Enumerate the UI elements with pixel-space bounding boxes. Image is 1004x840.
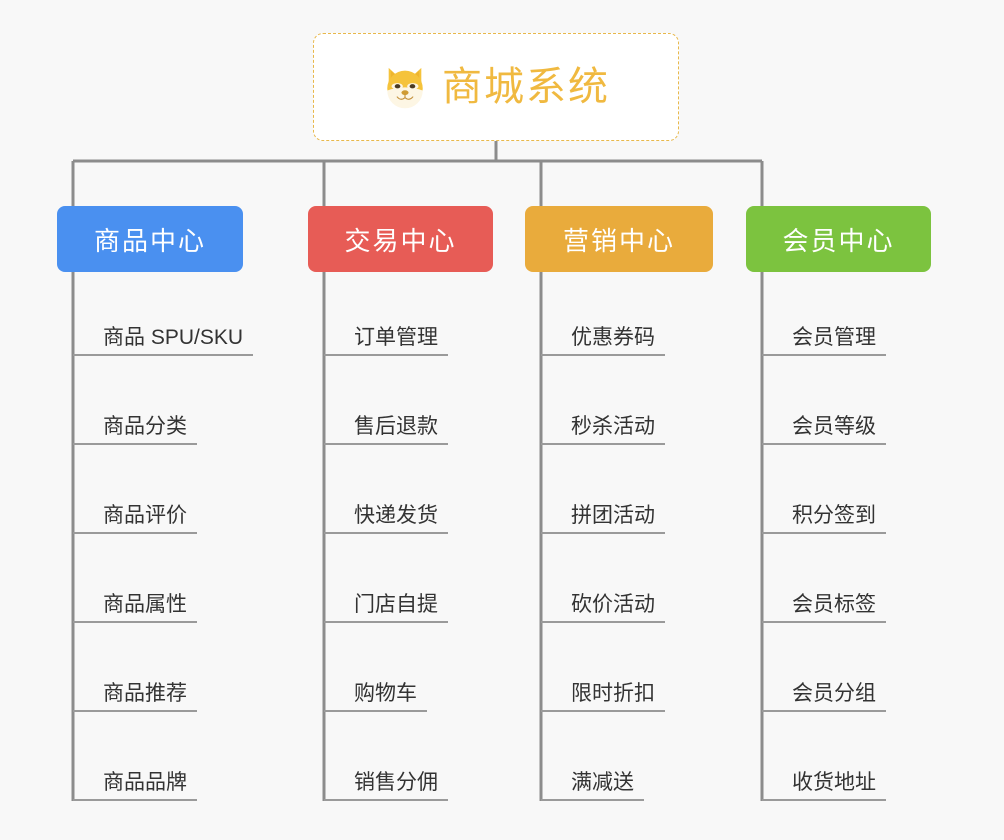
leaf-item-label: 收货地址 <box>762 770 886 801</box>
leaf-item-label: 优惠券码 <box>541 325 665 356</box>
root-title: 商城系统 <box>442 65 610 109</box>
leaf-item[interactable]: 积分签到 <box>762 488 886 534</box>
leaf-item[interactable]: 商品 SPU/SKU <box>73 310 254 356</box>
leaf-item-label: 门店自提 <box>324 592 448 623</box>
leaf-item[interactable]: 秒杀活动 <box>541 399 665 445</box>
leaf-item-label: 砍价活动 <box>541 592 665 623</box>
leaf-item-label: 秒杀活动 <box>541 414 665 445</box>
leaf-item[interactable]: 售后退款 <box>324 399 448 445</box>
leaf-item-label: 满减送 <box>541 770 644 801</box>
leaf-item-label: 商品 SPU/SKU <box>73 325 254 356</box>
category-box-3[interactable]: 营销中心 <box>525 206 713 272</box>
leaf-item[interactable]: 门店自提 <box>324 577 448 623</box>
leaf-item[interactable]: 商品属性 <box>73 577 197 623</box>
leaf-item-label: 售后退款 <box>324 414 448 445</box>
leaf-item[interactable]: 销售分佣 <box>324 755 448 801</box>
category-title: 商品中心 <box>93 225 206 256</box>
leaf-item[interactable]: 订单管理 <box>324 310 448 356</box>
leaf-item[interactable]: 限时折扣 <box>541 666 665 712</box>
leaf-item-label: 销售分佣 <box>324 770 448 801</box>
leaf-item-label: 会员等级 <box>762 414 886 445</box>
leaf-item-label: 订单管理 <box>324 325 448 356</box>
leaf-item-label: 商品推荐 <box>73 681 197 712</box>
leaf-item-label: 商品品牌 <box>73 770 197 801</box>
leaf-item-label: 拼团活动 <box>541 503 665 534</box>
leaf-item-label: 限时折扣 <box>541 681 665 712</box>
leaf-item-label: 会员分组 <box>762 681 886 712</box>
category-title: 会员中心 <box>782 225 895 256</box>
leaf-item[interactable]: 商品分类 <box>73 399 197 445</box>
leaf-item[interactable]: 商品品牌 <box>73 755 197 801</box>
leaf-item[interactable]: 优惠券码 <box>541 310 665 356</box>
category-title: 营销中心 <box>562 225 675 256</box>
leaf-item-label: 会员标签 <box>762 592 886 623</box>
leaf-item-label: 商品属性 <box>73 592 197 623</box>
leaf-item[interactable]: 会员分组 <box>762 666 886 712</box>
leaf-item-label: 积分签到 <box>762 503 886 534</box>
leaf-item[interactable]: 收货地址 <box>762 755 886 801</box>
leaf-item-label: 购物车 <box>324 681 427 712</box>
category-box-2[interactable]: 交易中心 <box>308 206 493 272</box>
leaf-item[interactable]: 商品推荐 <box>73 666 197 712</box>
leaf-item[interactable]: 满减送 <box>541 755 644 801</box>
leaf-item-label: 商品分类 <box>73 414 197 445</box>
leaf-item-label: 商品评价 <box>73 503 197 534</box>
leaf-item-label: 会员管理 <box>762 325 886 356</box>
leaf-item[interactable]: 拼团活动 <box>541 488 665 534</box>
leaf-item-label: 快递发货 <box>324 503 448 534</box>
leaf-item[interactable]: 会员标签 <box>762 577 886 623</box>
leaf-item[interactable]: 会员等级 <box>762 399 886 445</box>
leaf-item[interactable]: 购物车 <box>324 666 427 712</box>
leaf-item[interactable]: 商品评价 <box>73 488 197 534</box>
category-box-1[interactable]: 商品中心 <box>57 206 243 272</box>
leaf-item[interactable]: 砍价活动 <box>541 577 665 623</box>
category-title: 交易中心 <box>344 225 457 256</box>
shiba-inu-dog-face-emoji <box>387 67 423 109</box>
root-node[interactable]: 商城系统 <box>313 33 679 141</box>
leaf-item[interactable]: 快递发货 <box>324 488 448 534</box>
category-box-4[interactable]: 会员中心 <box>746 206 931 272</box>
leaf-item[interactable]: 会员管理 <box>762 310 886 356</box>
